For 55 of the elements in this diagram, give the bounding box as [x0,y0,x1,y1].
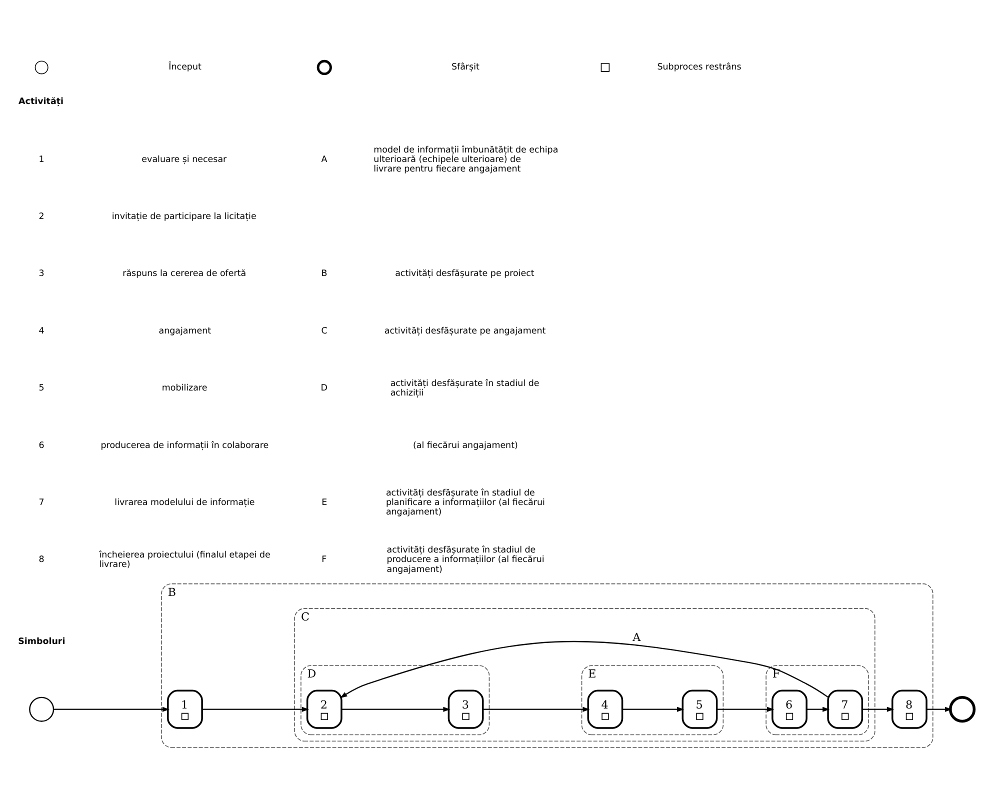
label: B [321,268,328,279]
arrow [926,706,952,712]
label: 3 [38,268,44,279]
label: producerea de informații în colaborare [100,440,269,450]
label: 8 [38,554,44,565]
arrow [716,706,774,712]
label: 5 [38,383,44,394]
arrow [342,706,450,712]
label: Simboluri [18,636,66,647]
label: A [321,154,328,164]
label: E [322,498,328,508]
label: 6 [38,440,44,450]
label: activități desfășurate în stadiul de producere a informațiilor (al fiecărui angajament) [386,545,544,574]
node-box: 7 [827,689,864,728]
label: evaluare și necesar [142,154,227,164]
label: 4 [38,326,44,336]
node-box: 2 [306,689,342,728]
label: activități desfășurate în stadiul de achiziții [390,378,540,398]
node-box: 1 [167,689,203,728]
label: activități desfășurate pe proiect [395,268,534,279]
arrow [202,706,310,712]
label: 7 [38,498,44,508]
edge-label: A [632,630,641,644]
label: activități desfășurate pe angajament [384,326,546,336]
label: Activități [18,96,64,106]
arrow [54,706,170,712]
legend-label: Început [168,62,202,72]
arrow [862,706,894,712]
legend-label: Sfârșit [451,62,480,72]
node-box: 4 [587,689,624,728]
arrow [622,706,684,712]
label: activități desfășurate în stadiul de planificare a informațiilor (al fiecărui angajament) [386,488,545,518]
node-circle [948,696,976,722]
label: 2 [38,212,44,222]
label: model de informații îmbunătățit de echipa ulterioară (echipele ulterioare) de livrare pentru fiecare angajament [374,144,558,174]
label: (al fiecărui angajament) [412,440,518,450]
label: F [322,554,327,565]
arrow [806,706,830,712]
node-box: 5 [682,689,718,728]
label: mobilizare [162,383,208,394]
label: invitație de participare la licitație [112,212,256,222]
label: D [320,383,328,394]
label: C [321,326,328,336]
legend-label: Subproces restrâns [657,62,742,72]
node-box: 6 [772,689,808,728]
label: răspuns la cererea de ofertă [122,268,246,279]
label: 1 [38,154,44,164]
node-box: 3 [448,689,484,728]
label: angajament [158,326,212,336]
label: încheierea proiectului (finalul etapei de livrare) [99,550,270,570]
node-box: 8 [892,689,928,728]
arrow [340,640,828,698]
label: livrarea modelului de informație [114,498,255,508]
arrow [482,706,590,712]
node-circle [29,696,54,722]
